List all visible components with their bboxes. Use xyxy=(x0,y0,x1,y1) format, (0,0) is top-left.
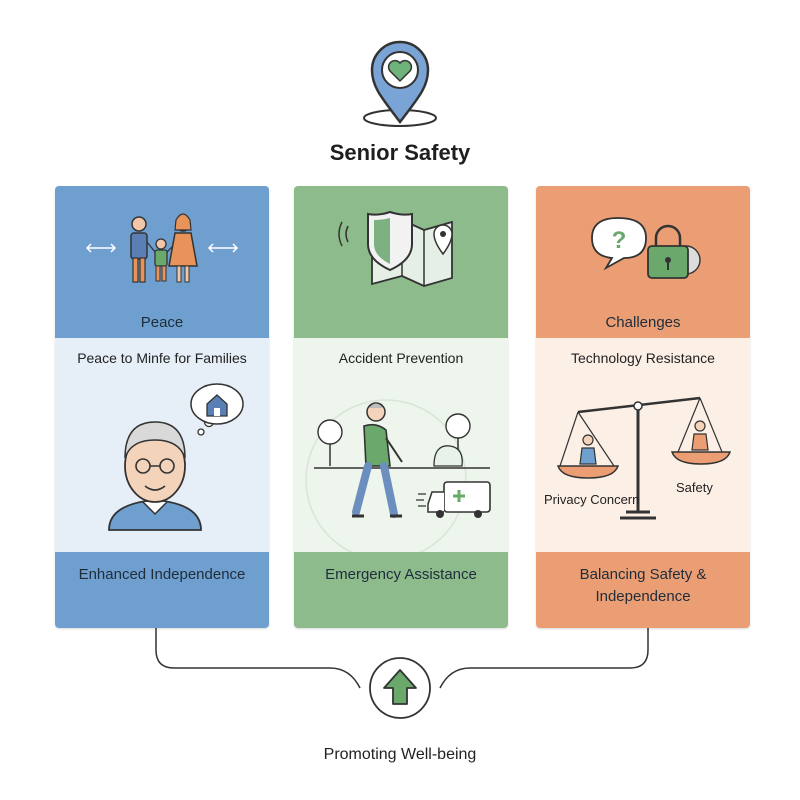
card-bottom-panel xyxy=(55,552,269,628)
card-mid-label: Peace to Minfe for Families xyxy=(77,350,247,366)
card-mid-panel xyxy=(536,338,750,552)
privacy-concern-label: Privacy Concern xyxy=(544,492,640,507)
card-prevention: Accident Prevention Emergency Assistance xyxy=(294,186,508,628)
senior-thinking-home-icon xyxy=(108,383,244,531)
svg-text:?: ? xyxy=(612,227,627,254)
card-top-label: Peace xyxy=(140,314,184,331)
card-mid-label: Technology Resistance xyxy=(571,350,715,366)
shield-map-icon xyxy=(338,210,453,287)
card-bottom-label: Enhanced Independence xyxy=(78,566,246,583)
card-challenges: ? Challenges Technology Resistance Priva… xyxy=(536,186,750,628)
card-bottom-label: Emergency Assistance xyxy=(325,566,477,583)
card-top-panel xyxy=(536,186,750,338)
card-mid-label: Accident Prevention xyxy=(338,350,464,366)
footer-label: Promoting Well-being xyxy=(323,746,477,763)
family-icon xyxy=(85,213,239,283)
card-bottom-panel xyxy=(536,552,750,628)
walking-senior-ambulance-icon xyxy=(305,399,491,552)
card-top-label: Challenges xyxy=(605,314,681,331)
card-bottom-label: Balancing Safety & Independence xyxy=(579,566,707,605)
card-bottom-panel xyxy=(294,552,508,628)
balance-scale-icon xyxy=(556,396,732,520)
location-pin-heart-icon xyxy=(363,40,437,127)
question-lock-icon: ? xyxy=(591,217,701,279)
page-title: Senior Safety xyxy=(329,140,471,165)
up-arrow-icon xyxy=(369,657,431,719)
safety-label: Safety xyxy=(676,480,713,495)
card-peace: Peace Peace to Minfe for Families Enhanc… xyxy=(55,186,269,628)
